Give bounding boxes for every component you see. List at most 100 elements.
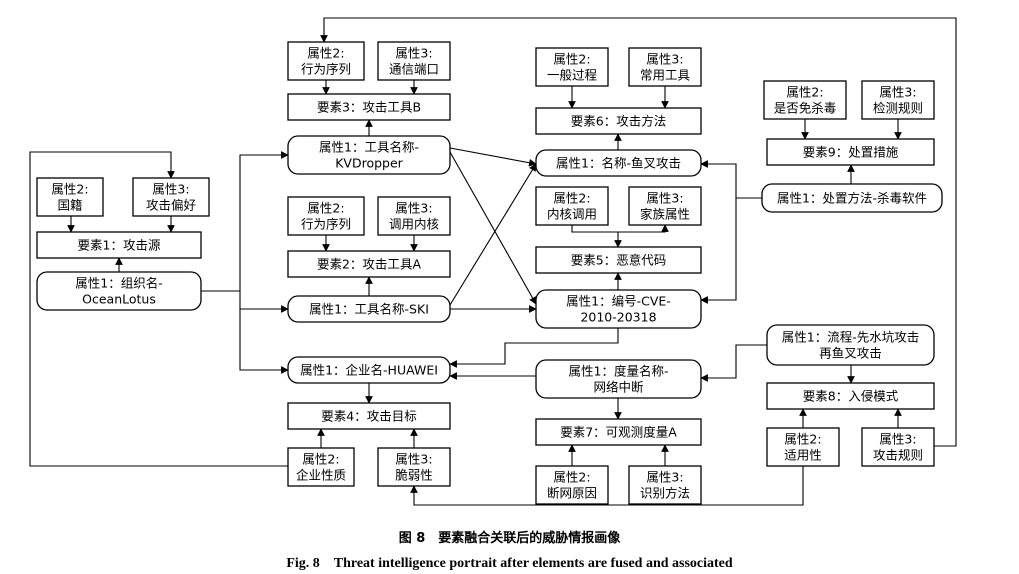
node-label: 属性3: bbox=[395, 46, 432, 61]
node-label: 属性3: bbox=[646, 52, 683, 67]
node-label: 通信端口 bbox=[389, 62, 439, 77]
node-label: 属性3: bbox=[646, 470, 683, 485]
node-box bbox=[628, 465, 702, 505]
node-label: 行为序列 bbox=[301, 217, 351, 232]
node-method-attr3: 属性3:常用工具 bbox=[628, 47, 702, 87]
node-label: 攻击规则 bbox=[873, 448, 923, 463]
node-box bbox=[628, 47, 702, 87]
node-label: 企业性质 bbox=[296, 468, 346, 483]
node-box bbox=[535, 186, 609, 226]
connector-arrow bbox=[700, 160, 762, 199]
node-label: 属性1：度量名称- bbox=[569, 364, 669, 379]
node-target-attr1: 属性1：企业名-HUAWEI bbox=[287, 356, 451, 384]
node-label: 属性3: bbox=[879, 432, 916, 447]
node-box bbox=[287, 93, 451, 121]
node-label: 脆弱性 bbox=[395, 468, 433, 483]
node-src-attr3: 属性3:攻击偏好 bbox=[132, 177, 210, 217]
connector-arrow bbox=[29, 151, 303, 467]
node-box bbox=[766, 382, 935, 410]
node-toolA-attr3: 属性3:调用内核 bbox=[377, 196, 451, 236]
node-label: 要素3：攻击工具B bbox=[317, 100, 421, 115]
node-label: 属性1：流程-先水坑攻击 bbox=[782, 330, 919, 345]
connector-arrow bbox=[239, 291, 289, 313]
connector-arrow bbox=[201, 151, 289, 292]
connector-arrow bbox=[700, 198, 737, 304]
node-label: 再鱼叉攻击 bbox=[819, 346, 882, 361]
node-target-attr3: 属性3:脆弱性 bbox=[377, 447, 451, 487]
node-box bbox=[287, 135, 451, 175]
node-label: 攻击偏好 bbox=[146, 198, 196, 213]
node-label: 内核调用 bbox=[547, 207, 597, 222]
node-label: 是否免杀毒 bbox=[774, 101, 837, 116]
node-toolA: 要素2：攻击工具A bbox=[287, 250, 451, 278]
node-toolA-attr1: 属性1：工具名称-SKI bbox=[287, 295, 451, 323]
node-label: 属性1：名称-鱼叉攻击 bbox=[556, 156, 681, 171]
node-src-attr2: 属性2:国籍 bbox=[36, 177, 104, 217]
connector-arrow bbox=[449, 151, 537, 305]
node-box bbox=[766, 324, 935, 366]
node-label: 要素7：可观测度量A bbox=[560, 425, 677, 440]
node-label: 国籍 bbox=[57, 198, 82, 213]
node-label: 属性2: bbox=[553, 191, 590, 206]
node-label: 2010-20318 bbox=[580, 310, 656, 325]
node-box bbox=[287, 41, 365, 81]
node-box bbox=[763, 80, 847, 120]
node-label: 属性3: bbox=[646, 191, 683, 206]
node-box bbox=[766, 138, 935, 166]
node-label: 属性1：工具名称- bbox=[319, 140, 419, 155]
node-mode: 要素8：入侵模式 bbox=[766, 382, 935, 410]
node-box bbox=[36, 231, 202, 259]
node-label: 要素1：攻击源 bbox=[78, 238, 161, 253]
node-label: 调用内核 bbox=[389, 217, 440, 232]
node-label: 属性3: bbox=[395, 452, 432, 467]
node-label: 一般过程 bbox=[547, 68, 598, 83]
connector-arrow bbox=[449, 147, 537, 167]
node-label: 要素2：攻击工具A bbox=[317, 257, 421, 272]
threat-intel-diagram: 属性2:国籍属性3:攻击偏好要素1：攻击源属性1：组织名-OceanLotus属… bbox=[29, 17, 957, 506]
node-mode-attr3: 属性3:攻击规则 bbox=[861, 427, 935, 467]
node-box bbox=[377, 196, 451, 236]
node-label: 断网原因 bbox=[547, 486, 597, 501]
connector-arrow bbox=[449, 328, 619, 368]
node-box bbox=[861, 427, 935, 467]
node-label: 要素8：入侵模式 bbox=[803, 389, 899, 404]
node-label: 要素6：攻击方法 bbox=[571, 114, 666, 129]
node-src: 要素1：攻击源 bbox=[36, 231, 202, 259]
node-label: 行为序列 bbox=[301, 62, 351, 77]
node-box bbox=[287, 402, 451, 430]
connector-arrow bbox=[571, 224, 669, 233]
node-act-attr1: 属性1：处置方法-杀毒软件 bbox=[761, 183, 943, 213]
node-label: 要素5：恶意代码 bbox=[571, 253, 666, 268]
node-label: 属性1：组织名- bbox=[75, 276, 162, 291]
node-label: 要素4：攻击目标 bbox=[321, 409, 416, 424]
node-box bbox=[287, 447, 355, 487]
node-act-attr2: 属性2:是否免杀毒 bbox=[763, 80, 847, 120]
node-toolB-attr3: 属性3:通信端口 bbox=[377, 41, 451, 81]
node-box bbox=[132, 177, 210, 217]
connector-arrow bbox=[700, 344, 767, 382]
node-label: 家族属性 bbox=[640, 207, 690, 222]
node-label: 属性1：处置方法-杀毒软件 bbox=[777, 191, 927, 206]
node-src-attr1: 属性1：组织名-OceanLotus bbox=[36, 271, 202, 311]
node-label: 属性2: bbox=[307, 46, 344, 61]
node-box bbox=[287, 196, 365, 236]
node-box bbox=[535, 465, 609, 505]
node-method-attr1: 属性1：名称-鱼叉攻击 bbox=[535, 149, 702, 177]
node-box bbox=[377, 41, 451, 81]
node-label: 适用性 bbox=[784, 448, 822, 463]
node-label: 网络中断 bbox=[593, 380, 643, 395]
node-label: 属性2: bbox=[553, 52, 590, 67]
node-act: 要素9：处置措施 bbox=[766, 138, 935, 166]
node-box bbox=[766, 427, 840, 467]
node-box bbox=[535, 149, 702, 177]
node-label: 属性3: bbox=[152, 182, 189, 197]
node-method: 要素6：攻击方法 bbox=[535, 107, 702, 135]
node-label: 属性2: bbox=[553, 470, 590, 485]
node-mode-attr2: 属性2:适用性 bbox=[766, 427, 840, 467]
node-malware-attr2: 属性2:内核调用 bbox=[535, 186, 609, 226]
node-box bbox=[535, 47, 609, 87]
node-box bbox=[535, 418, 702, 446]
node-label: 属性2: bbox=[786, 85, 823, 100]
node-label: 属性2: bbox=[784, 432, 821, 447]
